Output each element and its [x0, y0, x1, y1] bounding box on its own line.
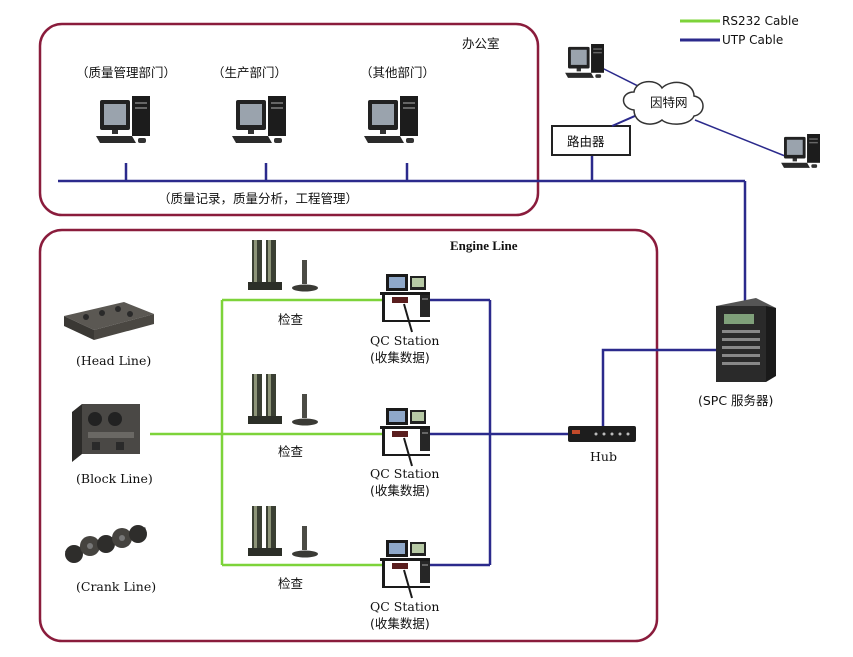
- crankshaft-icon: [65, 525, 147, 563]
- engine-line-title: Engine Line: [450, 238, 518, 253]
- utp-engine-wiring: [425, 298, 723, 567]
- department-label-other: （其他部门）: [360, 65, 435, 80]
- internet-label: 因特网: [650, 95, 688, 110]
- utp-backbone: [58, 155, 747, 302]
- department-label-quality: （质量管理部门）: [76, 65, 176, 80]
- inspection-label-3: 检查: [278, 576, 304, 591]
- engine-line-border: [38, 228, 659, 643]
- qc-station-sub-1: (收集数据): [370, 350, 430, 365]
- inspection-label-1: 检查: [278, 312, 304, 327]
- server-icon: [716, 298, 776, 382]
- engine-block-icon: [72, 404, 140, 462]
- office-functions-label: （质量记录，质量分析，工程管理）: [158, 191, 358, 206]
- internet: 因特网: [565, 44, 820, 168]
- qc-station-title-1: QC Station: [370, 333, 439, 348]
- hub-icon: [568, 426, 636, 442]
- computer-icon-other: [364, 96, 418, 143]
- spc-server-label: (SPC 服务器): [698, 393, 773, 408]
- crank-line-label: (Crank Line): [76, 579, 156, 594]
- inspection-gauge-icon-3: [248, 506, 318, 558]
- qc-station-icon-1: [379, 273, 431, 333]
- computer-icon-production: [232, 96, 286, 143]
- inspection-gauge-icon-1: [248, 240, 318, 292]
- cylinder-head-icon: [64, 302, 154, 340]
- head-line-label: (Head Line): [76, 353, 151, 368]
- rs232-wiring: [150, 298, 385, 567]
- cloud-icon: [622, 80, 704, 125]
- computer-icon-quality: [96, 96, 150, 143]
- office-title: 办公室: [462, 36, 500, 51]
- spc-server: (SPC 服务器): [698, 298, 776, 408]
- department-label-production: （生产部门）: [212, 65, 287, 80]
- legend-rs232-label: RS232 Cable: [722, 14, 799, 28]
- router-label: 路由器: [567, 134, 605, 149]
- qc-station-title-3: QC Station: [370, 599, 439, 614]
- remote-computer-icon-1: [565, 44, 604, 78]
- block-line-label: (Block Line): [76, 471, 153, 486]
- qc-station-icon-2: [379, 407, 431, 467]
- inspection-label-2: 检查: [278, 444, 304, 459]
- engine-line-zone: Engine Line (Head Line) (Block Line) (Cr…: [38, 228, 723, 643]
- router-box: [551, 125, 631, 156]
- inspection-gauge-icon-2: [248, 374, 318, 426]
- hub-label: Hub: [590, 449, 617, 464]
- qc-station-sub-3: (收集数据): [370, 616, 430, 631]
- legend: RS232 Cable UTP Cable: [680, 14, 799, 47]
- office-border: [38, 22, 540, 217]
- remote-computer-icon-2: [781, 134, 820, 168]
- qc-station-title-2: QC Station: [370, 466, 439, 481]
- office-zone: 办公室 （质量管理部门） （生产部门） （其他部门） （质量记录，质量分析，工程…: [38, 22, 540, 217]
- qc-station-sub-2: (收集数据): [370, 483, 430, 498]
- qc-station-icon-3: [379, 539, 431, 599]
- legend-utp-label: UTP Cable: [722, 33, 783, 47]
- router: 路由器: [551, 125, 631, 156]
